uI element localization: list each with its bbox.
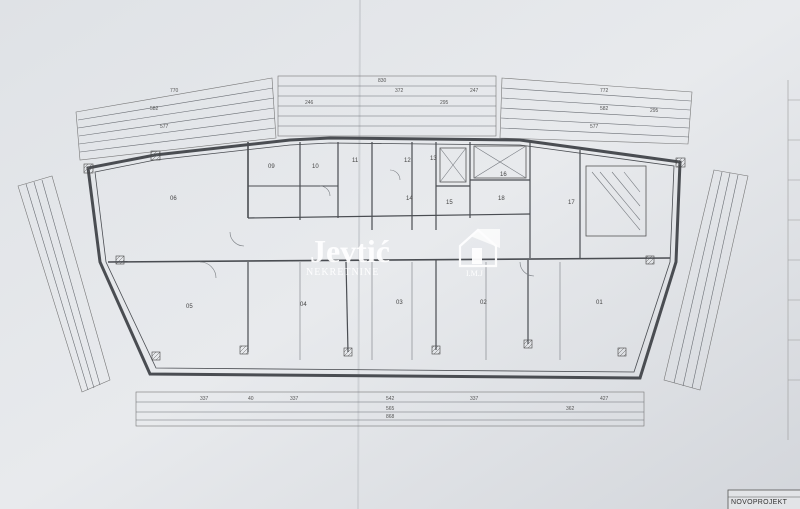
watermark-subtitle: NEKRETNINE <box>306 267 379 278</box>
dimension-band-top-center <box>277 75 497 137</box>
dim-top-right-3: 577 <box>590 124 599 130</box>
dim-top-left-1: 770 <box>170 88 179 94</box>
dim-top-right-2: 582 <box>600 106 609 112</box>
room-label-11: 11 <box>352 158 359 164</box>
watermark-brand: Jevtić <box>310 233 390 269</box>
dim-bottom-8: 362 <box>566 406 575 412</box>
dim-top-center-2: 246 <box>305 100 314 106</box>
room-label-09: 09 <box>268 164 275 170</box>
room-label-10: 10 <box>312 164 319 170</box>
room-label-04: 04 <box>300 302 307 308</box>
room-label-03: 03 <box>396 300 403 306</box>
room-labels: 06 05 04 03 02 01 09 10 11 12 13 14 15 1… <box>170 156 603 310</box>
watermark-logo: Jevtić NEKRETNINE I.M.J <box>306 228 500 278</box>
house-icon <box>458 228 500 268</box>
dim-bottom-6: 565 <box>386 406 395 412</box>
dim-bottom-7: 427 <box>600 396 609 402</box>
room-label-13: 13 <box>430 156 437 162</box>
dim-top-left-2: 582 <box>150 106 159 112</box>
dimension-band-top-right <box>499 77 693 145</box>
dim-bottom-3: 337 <box>290 396 299 402</box>
dimension-band-bottom <box>135 391 645 427</box>
room-label-06: 06 <box>170 196 177 202</box>
dim-top-center-5: 247 <box>470 88 479 94</box>
paper-fold <box>357 0 361 509</box>
dim-bottom-4: 542 <box>386 396 395 402</box>
room-label-12: 12 <box>404 158 411 164</box>
dim-top-right-1: 772 <box>600 88 609 94</box>
room-label-01: 01 <box>596 300 603 306</box>
dimension-band-top-left <box>75 77 277 161</box>
room-label-18: 18 <box>498 196 505 202</box>
dim-top-right-4: 295 <box>650 108 659 114</box>
dim-bottom-9: 868 <box>386 414 395 420</box>
room-label-02: 02 <box>480 300 487 306</box>
building-outline <box>83 136 686 380</box>
watermark-suffix: I.M.J <box>466 269 483 278</box>
dim-top-center-3: 372 <box>395 88 404 94</box>
right-margin-table <box>787 80 800 440</box>
title-block <box>727 489 800 509</box>
interior-walls <box>107 142 671 360</box>
dim-bottom-5: 337 <box>470 396 479 402</box>
dim-top-center-1: 830 <box>378 78 387 84</box>
dim-bottom-2: 40 <box>248 396 254 402</box>
room-label-05: 05 <box>186 304 193 310</box>
dimension-band-right <box>663 169 749 391</box>
title-block-text: NOVOPROJEKT <box>731 499 788 506</box>
dim-top-left-3: 577 <box>160 124 169 130</box>
room-label-14: 14 <box>406 196 413 202</box>
dimension-band-left <box>17 175 111 393</box>
room-label-16: 16 <box>500 172 507 178</box>
room-label-17: 17 <box>568 200 575 206</box>
room-label-15: 15 <box>446 200 453 206</box>
dim-top-center-4: 295 <box>440 100 449 106</box>
dim-bottom-1: 337 <box>200 396 209 402</box>
